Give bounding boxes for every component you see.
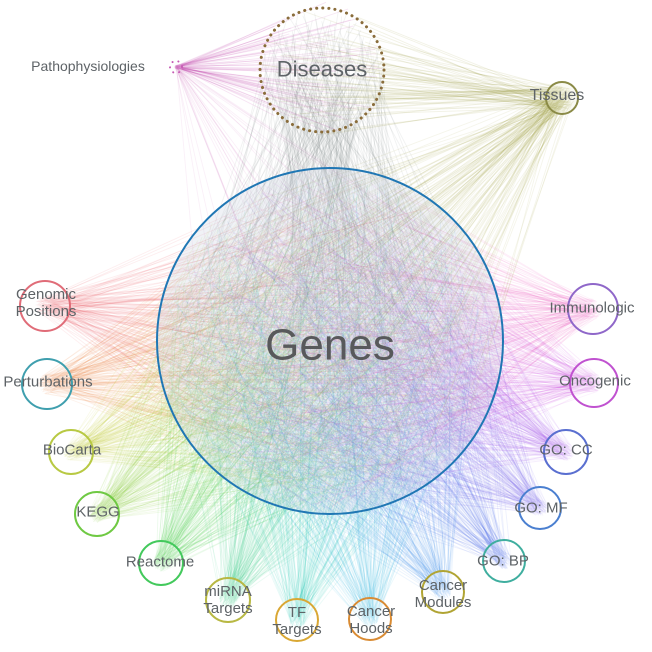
node-circle-perturbations[interactable] xyxy=(21,358,73,410)
edge-bundle-pathophysiologies--diseases xyxy=(174,1,383,134)
edge-bundle-tissues--diseases xyxy=(257,11,575,136)
edge-bundle-tf-targets--genes xyxy=(166,182,495,629)
edge-bundle-go-bp--genes xyxy=(165,180,513,570)
edge-bundle-cancer-hoods--genes xyxy=(167,177,496,628)
edge-bundle-tissues--genes xyxy=(165,85,575,509)
edge-bundle-go-mf--genes xyxy=(165,174,549,516)
edge-bundle-go-cc--genes xyxy=(170,183,575,506)
edge-bundle-perturbations--genes xyxy=(37,184,485,505)
node-circle-cancer-hoods[interactable] xyxy=(348,597,392,641)
node-circle-tf-targets[interactable] xyxy=(275,598,319,642)
node-circle-go-mf[interactable] xyxy=(518,486,562,530)
node-circle-mirna-targets[interactable] xyxy=(205,577,251,623)
edge-bundle-biocarta--genes xyxy=(62,173,488,497)
node-circle-reactome[interactable] xyxy=(138,540,184,586)
node-circle-tissues[interactable] xyxy=(545,81,579,115)
node-circle-genomic-positions[interactable] xyxy=(19,280,71,332)
node-circle-kegg[interactable] xyxy=(74,491,120,537)
node-circle-genes[interactable] xyxy=(156,167,504,515)
edge-bundle-cancer-modules--genes xyxy=(180,176,485,600)
node-circle-pathophysiologies[interactable] xyxy=(169,60,183,74)
edge-bundle-reactome--genes xyxy=(151,175,491,572)
node-circle-diseases[interactable] xyxy=(258,6,386,134)
edge-bundle-pathophysiologies--genes xyxy=(174,65,489,494)
edge-bundle-diseases--genes xyxy=(164,10,496,506)
node-circle-oncogenic[interactable] xyxy=(569,358,619,408)
edge-bundle-oncogenic--genes xyxy=(182,179,604,505)
edge-bundle-mirna-targets--genes xyxy=(167,175,473,609)
edge-bundle-genomic-positions--genes xyxy=(35,176,494,503)
node-circle-go-cc[interactable] xyxy=(543,429,589,475)
node-circle-immunologic[interactable] xyxy=(567,283,619,335)
node-circle-cancer-modules[interactable] xyxy=(421,570,465,614)
edge-bundle-immunologic--genes xyxy=(164,184,603,508)
edge-bundle-kegg--genes xyxy=(88,181,483,523)
node-circle-biocarta[interactable] xyxy=(48,429,94,475)
node-circle-go-bp[interactable] xyxy=(482,539,526,583)
